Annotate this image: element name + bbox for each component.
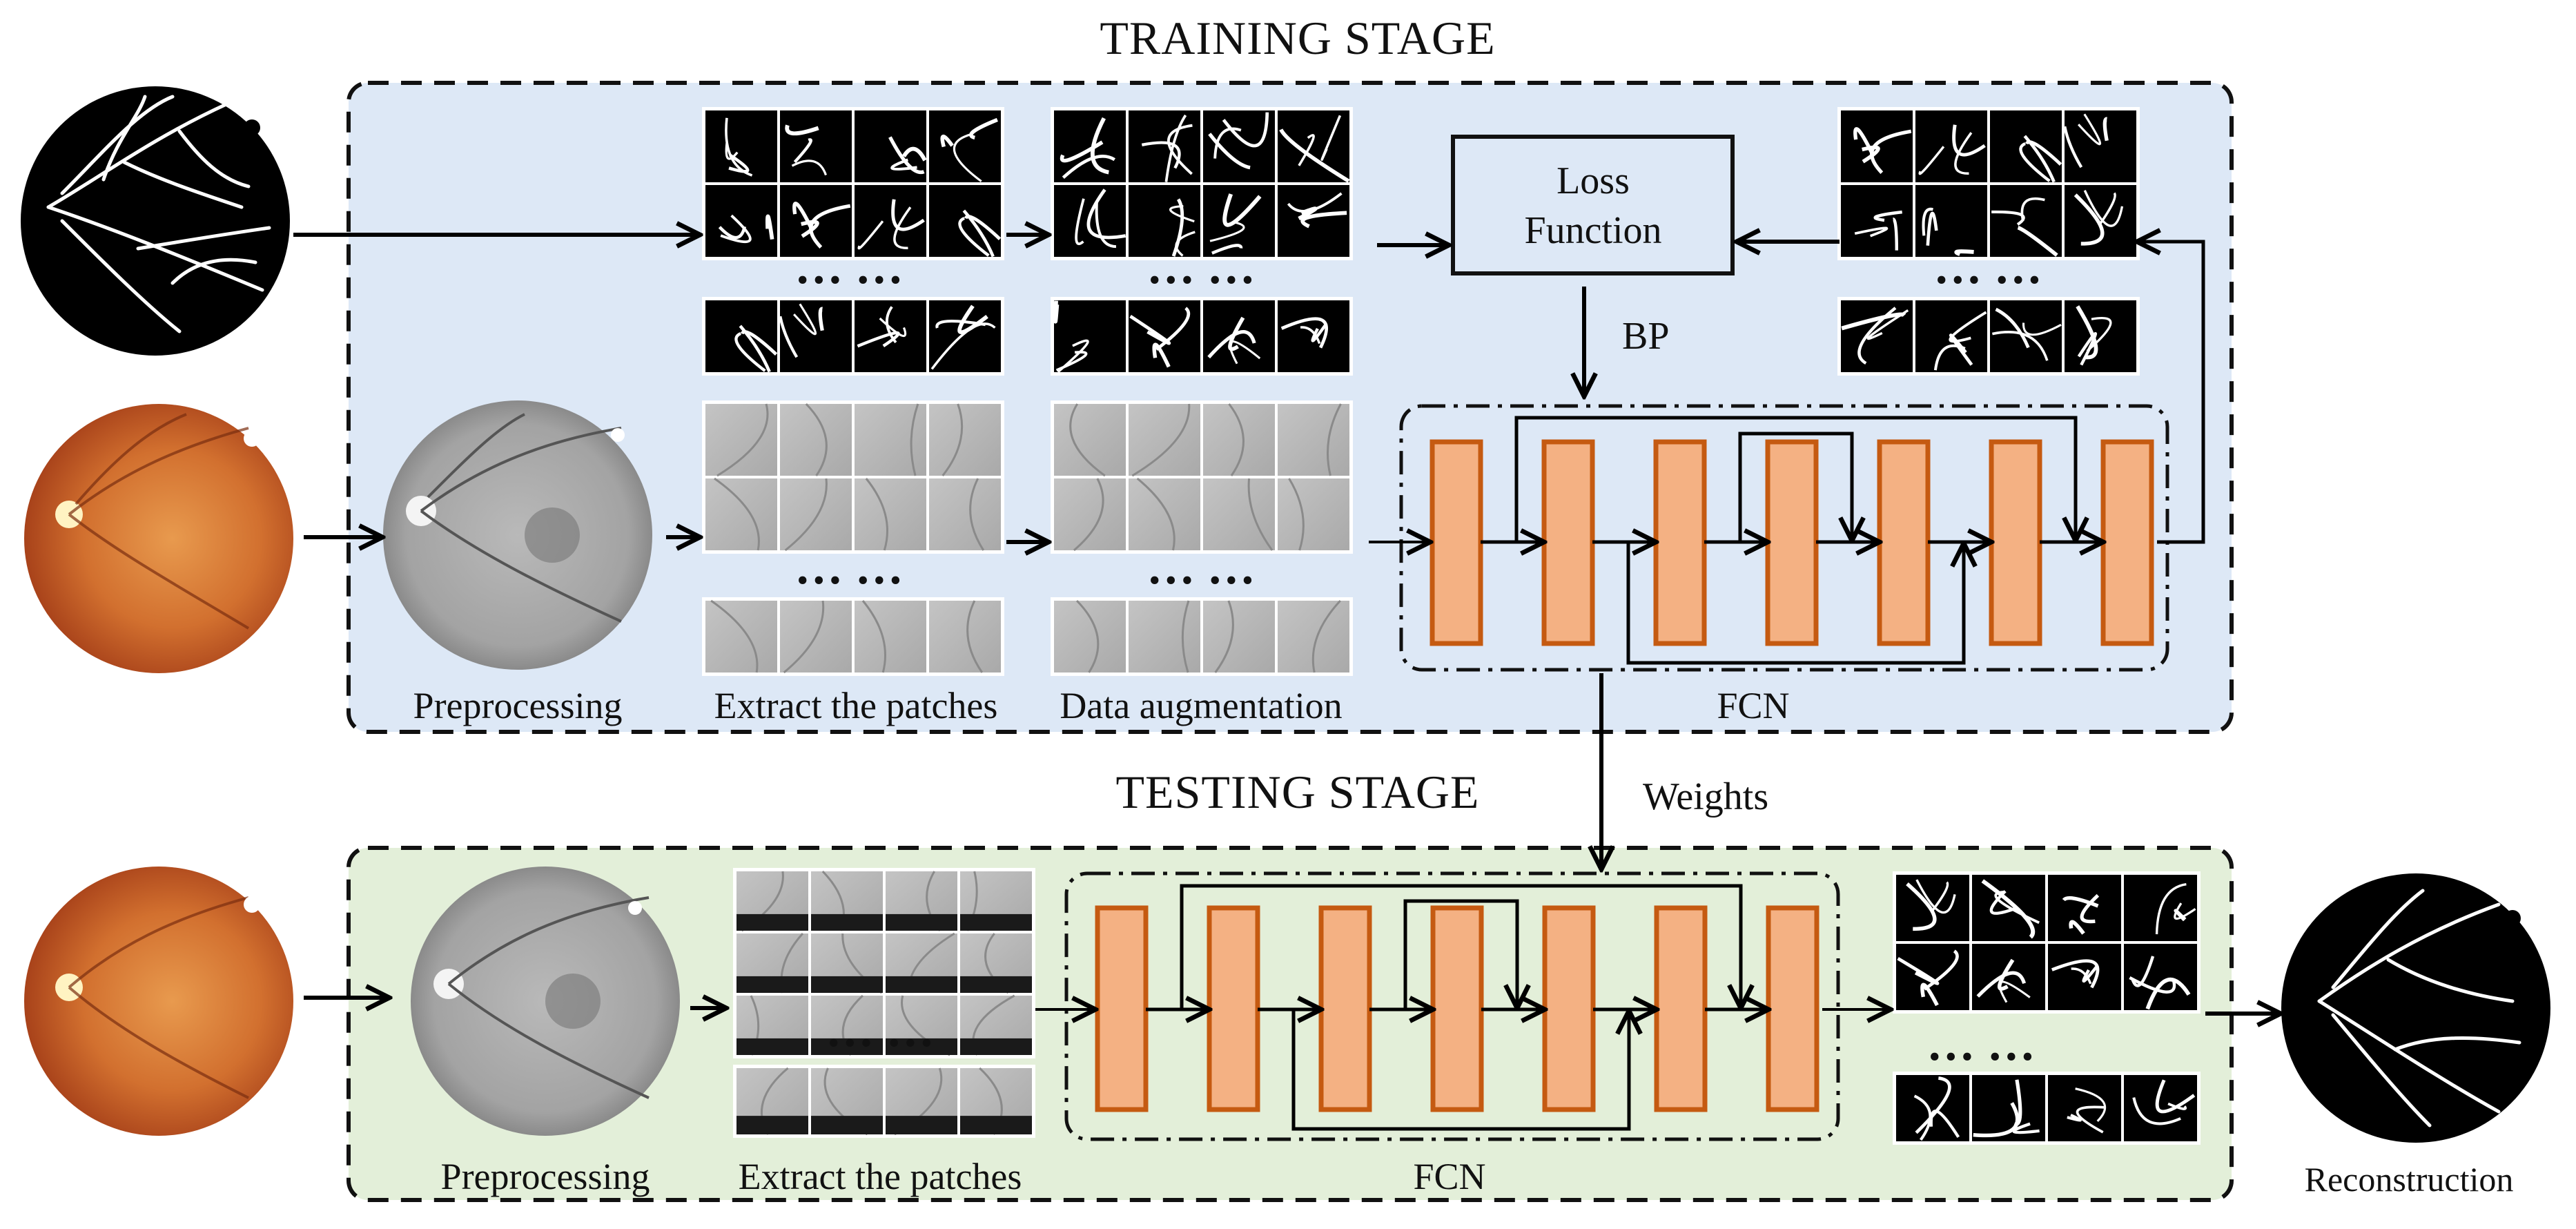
train-gt-patch-row <box>702 297 1004 376</box>
test-output-patch-grid <box>1893 871 2201 1014</box>
loss-function-box: Loss Function <box>1451 135 1735 275</box>
testing-fcn-block-7 <box>1766 905 1819 1112</box>
train-aug-img-patch-grid <box>1051 400 1353 554</box>
reconstruction-vessel-map <box>2281 873 2550 1143</box>
training-fcn-block-2 <box>1541 439 1595 646</box>
loss-function-label-line2: Function <box>1524 209 1661 252</box>
test-output-ellipsis: … … <box>1926 1018 2036 1071</box>
training-stage-title: TRAINING STAGE <box>1100 12 1495 64</box>
training-augmentation-caption: Data augmentation <box>1060 685 1342 726</box>
testing-preprocessed-image <box>411 867 680 1136</box>
train-aug-gt-patch-row <box>1051 297 1353 376</box>
train-aug-img-ellipsis: … … <box>1146 541 1256 594</box>
flow-arrows <box>293 235 2278 1014</box>
testing-fcn-frame <box>1064 871 1840 1141</box>
training-fcn-block-1 <box>1430 439 1483 646</box>
testing-fcn-block-3 <box>1318 905 1372 1112</box>
testing-fcn-network <box>1095 884 1819 1131</box>
testing-fcn-connections <box>1146 884 1766 1131</box>
testing-fcn-block-6 <box>1654 905 1708 1112</box>
training-fcn-block-7 <box>2100 439 2154 646</box>
training-fcn-frame <box>1399 404 2169 672</box>
bp-label: BP <box>1622 315 1670 358</box>
test-img-patch-row <box>733 1065 1035 1138</box>
train-label-patch-grid <box>1837 107 2140 260</box>
train-label-patch-row <box>1837 297 2140 376</box>
test-output-patch-row <box>1893 1072 2201 1145</box>
testing-stage-title: TESTING STAGE <box>1116 766 1480 818</box>
ground-truth-vessel-map <box>21 86 290 356</box>
test-img-patches-ellipsis: … … <box>826 1004 935 1057</box>
training-extract-caption: Extract the patches <box>714 685 998 726</box>
arrow-fcn-out-to-labels <box>2140 242 2205 544</box>
training-fcn-block-3 <box>1653 439 1707 646</box>
train-label-ellipsis: … … <box>1933 241 2042 294</box>
training-preprocessed-image <box>383 400 652 670</box>
testing-fcn-block-4 <box>1430 905 1484 1112</box>
testing-fcn-block-2 <box>1207 905 1260 1112</box>
training-preprocessing-caption: Preprocessing <box>413 685 623 726</box>
testing-fcn-caption: FCN <box>1413 1156 1485 1197</box>
train-aug-img-patch-row <box>1051 597 1353 676</box>
training-fcn-network <box>1430 416 2154 665</box>
testing-preprocessing-caption: Preprocessing <box>441 1156 650 1197</box>
training-fcn-block-5 <box>1877 439 1931 646</box>
loss-function-label-line1: Loss <box>1557 159 1630 202</box>
testing-extract-caption: Extract the patches <box>739 1156 1022 1197</box>
train-gt-patch-grid <box>702 107 1004 260</box>
train-img-patch-grid <box>702 400 1004 554</box>
testing-fcn-block-5 <box>1542 905 1596 1112</box>
weights-label: Weights <box>1643 775 1768 818</box>
testing-fcn-block-1 <box>1095 905 1149 1112</box>
reconstruction-caption: Reconstruction <box>2305 1160 2514 1199</box>
train-img-patches-ellipsis: … … <box>794 541 904 594</box>
train-gt-patches-ellipsis: … … <box>794 241 904 294</box>
training-fcn-block-4 <box>1765 439 1819 646</box>
train-aug-gt-ellipsis: … … <box>1146 241 1256 294</box>
training-fcn-connections <box>1481 416 2100 665</box>
train-aug-gt-patch-grid <box>1051 107 1353 260</box>
test-img-patch-grid <box>733 868 1035 1058</box>
train-img-patch-row <box>702 597 1004 676</box>
training-fcn-caption: FCN <box>1717 685 1789 726</box>
patch-grids <box>702 107 2201 1145</box>
training-fcn-block-6 <box>1989 439 2042 646</box>
testing-fundus-image <box>24 867 293 1136</box>
training-fundus-image <box>24 404 293 673</box>
